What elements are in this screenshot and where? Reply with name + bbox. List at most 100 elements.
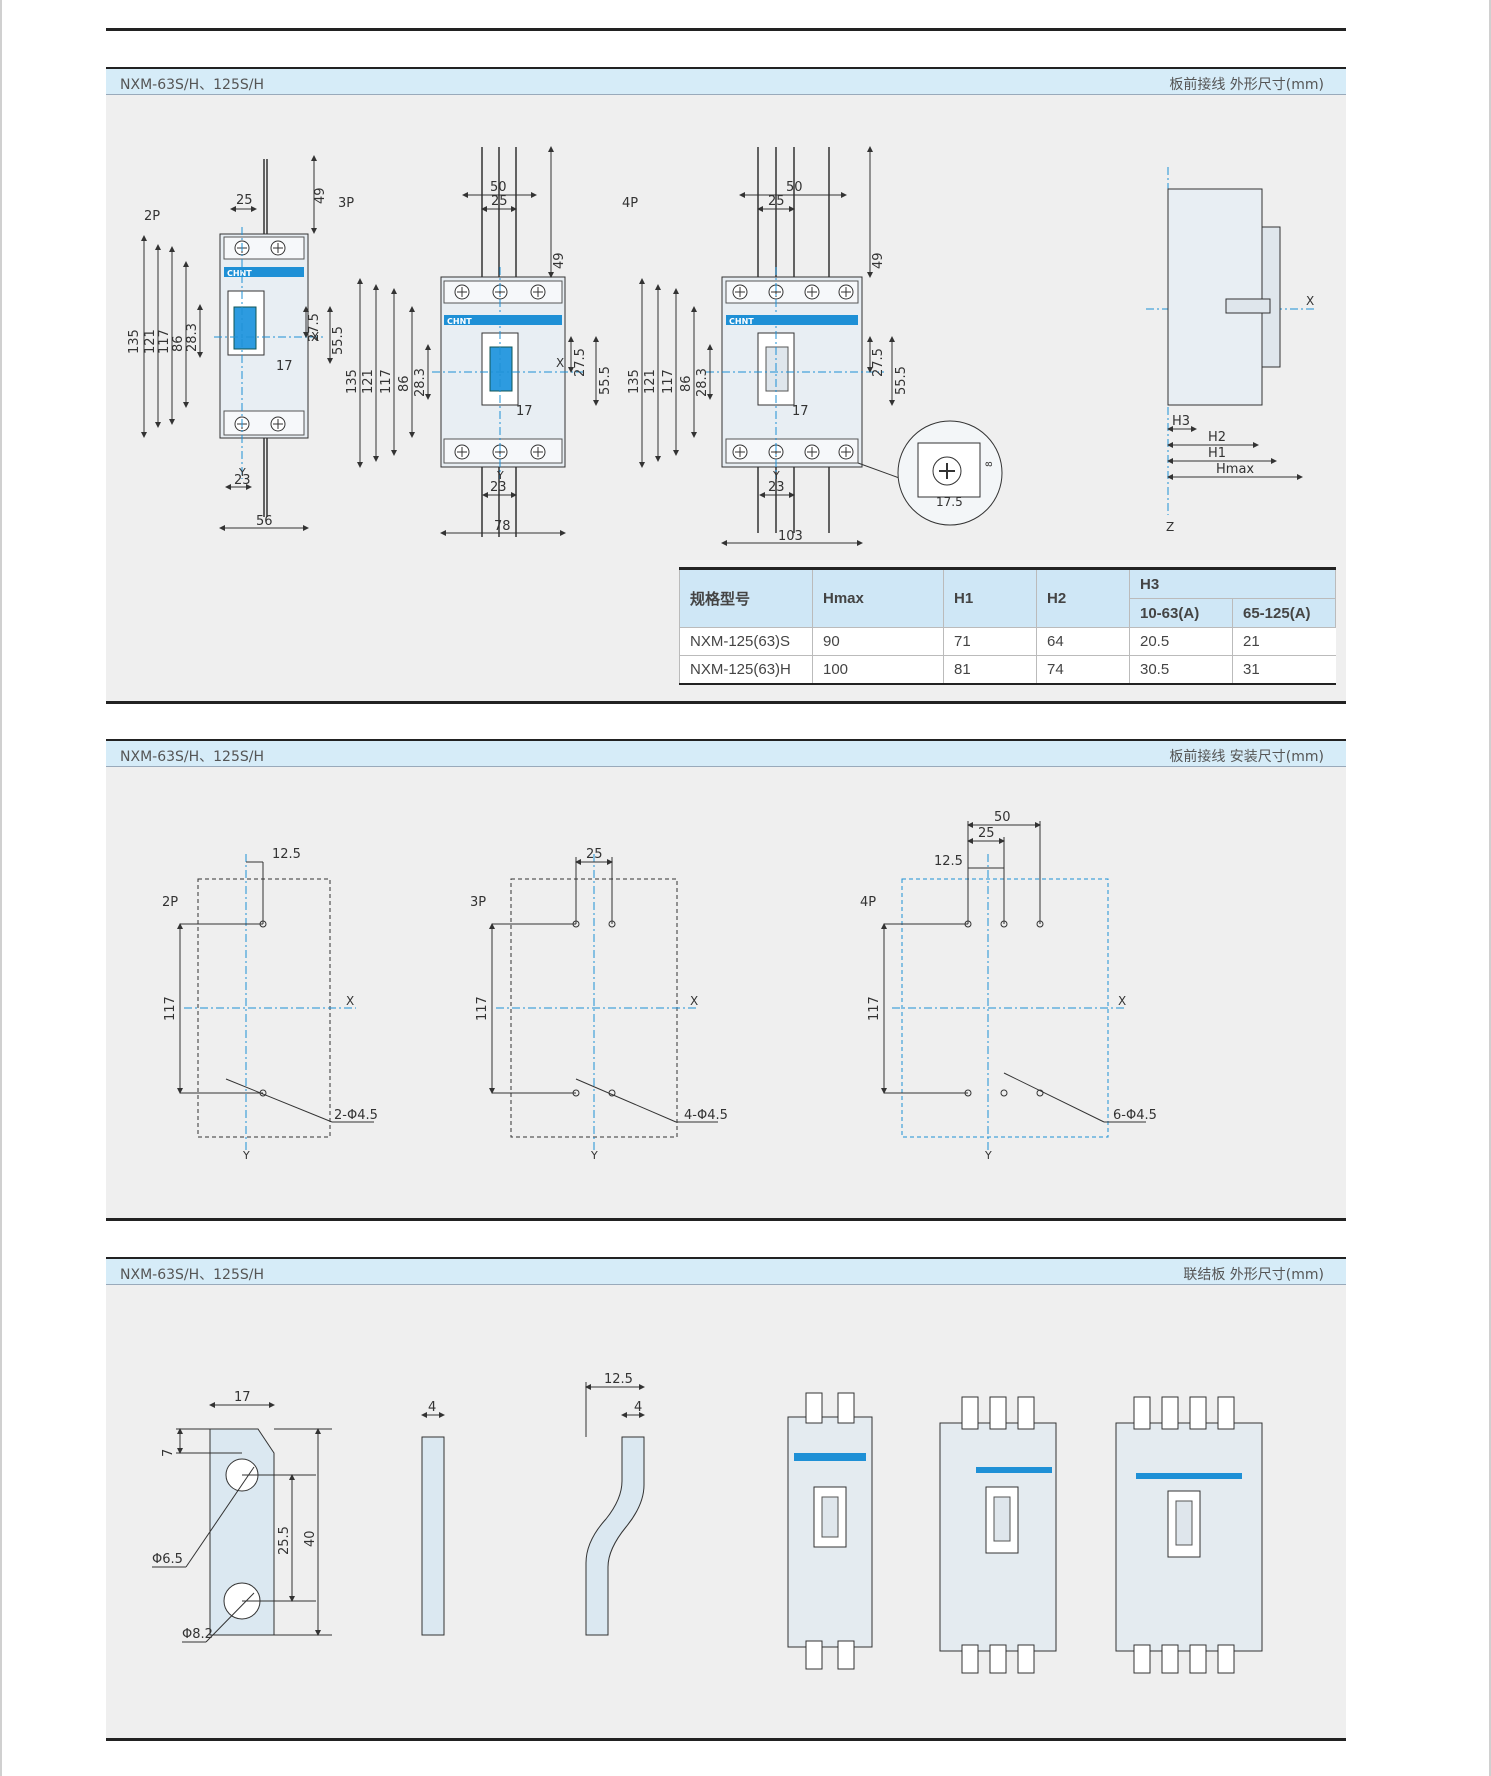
mounting-3p: 3P X Y 25 117 4-Φ4.5	[470, 847, 728, 1162]
svg-text:135: 135	[127, 329, 142, 354]
svg-text:40: 40	[303, 1530, 318, 1547]
table-header: H1	[943, 568, 1037, 628]
svg-text:86: 86	[171, 335, 186, 352]
table-cell: 30.5	[1129, 655, 1233, 685]
svg-text:H2: H2	[1208, 430, 1226, 445]
outline-dimensions-section: NXM-63S/H、125S/H 板前接线 外形尺寸(mm) 2P CHNT	[106, 67, 1346, 704]
page-edge-right	[1489, 0, 1491, 1776]
svg-text:X: X	[556, 356, 564, 370]
svg-text:Y: Y	[590, 1149, 598, 1162]
svg-text:117: 117	[867, 996, 882, 1021]
svg-text:Y: Y	[238, 466, 246, 479]
svg-text:4: 4	[634, 1400, 642, 1415]
svg-text:H1: H1	[1208, 446, 1226, 461]
svg-text:X: X	[1118, 994, 1126, 1008]
table-row: NXM-125(63)H 100 81 74 30.5 31	[679, 655, 1336, 685]
product-image-2p	[787, 1392, 873, 1670]
table-cell: 90	[812, 627, 944, 656]
svg-text:50: 50	[994, 810, 1011, 825]
section-bottom-rule	[106, 1738, 1346, 1741]
breaker-2p-front: 2P CHNT X Y 25 4	[127, 155, 346, 531]
svg-text:86: 86	[397, 375, 412, 392]
svg-text:Y: Y	[984, 1149, 992, 1162]
svg-text:25: 25	[978, 826, 995, 841]
section-title-left: NXM-63S/H、125S/H	[120, 77, 264, 93]
terminal-detail: 17.5 8	[857, 420, 1003, 526]
mounting-4p: 4P X Y 50 25 12.5 117	[860, 810, 1157, 1162]
table-cell: 21	[1232, 627, 1336, 656]
svg-text:12.5: 12.5	[272, 847, 301, 862]
table-header: 规格型号	[679, 568, 813, 628]
svg-text:23: 23	[490, 480, 507, 495]
outline-drawings: 2P CHNT X Y 25 4	[127, 146, 1316, 546]
svg-text:55.5: 55.5	[894, 366, 909, 395]
section-header: NXM-63S/H、125S/H 板前接线 安装尺寸(mm)	[106, 739, 1346, 767]
product-image-3p	[939, 1396, 1057, 1674]
svg-text:CHNT: CHNT	[729, 317, 754, 326]
svg-text:Y: Y	[242, 1149, 250, 1162]
svg-text:X: X	[690, 994, 698, 1008]
svg-text:CHNT: CHNT	[227, 269, 252, 278]
svg-text:17.5: 17.5	[936, 495, 963, 509]
table-cell: NXM-125(63)H	[679, 655, 813, 685]
table-cell: 71	[943, 627, 1037, 656]
mounting-2p: 2P X Y 12.5 117 2-Φ4.5	[162, 847, 378, 1162]
table-cell: 81	[943, 655, 1037, 685]
mounting-drawings: 2P X Y 12.5 117 2-Φ4.5 3P X Y	[162, 810, 1157, 1162]
link-plate-bent: 12.5 4	[585, 1372, 645, 1636]
link-plate-front: 17 7 25.5 40 Φ6.5 Φ8.2	[152, 1390, 332, 1643]
product-image-4p	[1115, 1396, 1263, 1674]
label-3p: 3P	[338, 196, 354, 211]
svg-text:28.3: 28.3	[185, 323, 200, 352]
svg-text:50: 50	[490, 180, 507, 195]
svg-text:121: 121	[361, 369, 376, 394]
section-bottom-rule	[106, 1218, 1346, 1221]
svg-text:8: 8	[985, 461, 995, 467]
breaker-side-view: X Z H3 H2 H1 Hmax	[1146, 167, 1316, 534]
svg-text:4: 4	[428, 1400, 436, 1415]
table-row: NXM-125(63)S 90 71 64 20.5 21	[679, 627, 1336, 656]
svg-text:X: X	[311, 330, 319, 344]
svg-text:Φ6.5: Φ6.5	[152, 1552, 183, 1567]
svg-text:25: 25	[586, 847, 603, 862]
svg-text:X: X	[1306, 294, 1314, 308]
table-cell: NXM-125(63)S	[679, 627, 813, 656]
svg-text:28.3: 28.3	[695, 368, 710, 397]
svg-text:Y: Y	[496, 469, 504, 482]
table-subheader: 65-125(A)	[1232, 598, 1336, 628]
table-cell: 20.5	[1129, 627, 1233, 656]
svg-text:25: 25	[491, 194, 508, 209]
label-4p: 4P	[622, 196, 638, 211]
link-plate-section: NXM-63S/H、125S/H 联结板 外形尺寸(mm) 17 7 25.5 …	[106, 1257, 1346, 1741]
section-bottom-rule	[106, 701, 1346, 704]
table-header: Hmax	[812, 568, 944, 628]
page-edge-left	[0, 0, 2, 1776]
svg-text:Y: Y	[772, 469, 780, 482]
svg-text:12.5: 12.5	[934, 854, 963, 869]
svg-text:27.5: 27.5	[871, 348, 886, 377]
svg-text:50: 50	[786, 180, 803, 195]
svg-text:135: 135	[627, 369, 642, 394]
label-2p: 2P	[144, 209, 160, 224]
section-title-right: 板前接线 安装尺寸(mm)	[1169, 749, 1324, 765]
svg-text:23: 23	[234, 473, 251, 488]
section-title-right: 板前接线 外形尺寸(mm)	[1169, 77, 1324, 93]
svg-text:55.5: 55.5	[598, 366, 613, 395]
svg-text:25: 25	[236, 193, 253, 208]
svg-text:121: 121	[143, 329, 158, 354]
svg-text:4-Φ4.5: 4-Φ4.5	[684, 1108, 728, 1123]
svg-text:78: 78	[494, 519, 511, 534]
table-cell: 31	[1232, 655, 1336, 685]
mounting-dimensions-section: NXM-63S/H、125S/H 板前接线 安装尺寸(mm) 2P X Y 12…	[106, 739, 1346, 1221]
svg-text:H3: H3	[1172, 414, 1190, 429]
svg-text:4P: 4P	[860, 895, 876, 910]
svg-text:Φ8.2: Φ8.2	[182, 1627, 213, 1642]
svg-text:56: 56	[256, 514, 273, 529]
table-cell: 64	[1036, 627, 1130, 656]
svg-text:6-Φ4.5: 6-Φ4.5	[1113, 1108, 1157, 1123]
breaker-3p-front: 3P CHNT X Y 50 2	[338, 146, 613, 537]
table-header: H3	[1129, 568, 1336, 599]
svg-text:103: 103	[778, 529, 803, 544]
svg-text:12.5: 12.5	[604, 1372, 633, 1387]
svg-text:2P: 2P	[162, 895, 178, 910]
